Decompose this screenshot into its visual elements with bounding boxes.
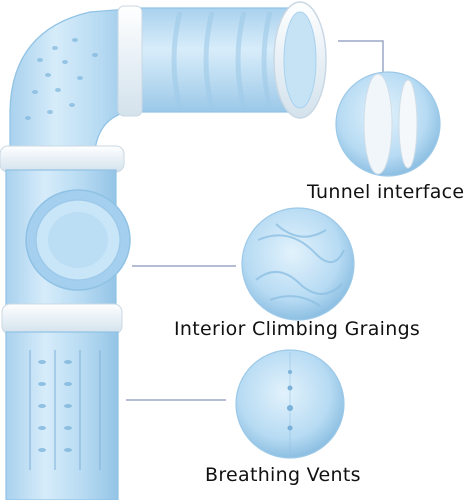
- leader-lines: [126, 40, 384, 401]
- interior-climbing-label: Interior Climbing Graings: [174, 318, 421, 340]
- breathing-vent-detail-circle: [235, 349, 345, 459]
- leader-line-tunnel: [338, 40, 384, 72]
- tunnel-pipe-illustration: [0, 1, 327, 500]
- tunnel-interface-label: Tunnel interface: [307, 181, 465, 203]
- breathing-vents-label: Breathing Vents: [205, 464, 361, 486]
- tunnel-interface-detail-circle: [335, 71, 441, 177]
- climbing-grating-detail-circle: [241, 207, 355, 321]
